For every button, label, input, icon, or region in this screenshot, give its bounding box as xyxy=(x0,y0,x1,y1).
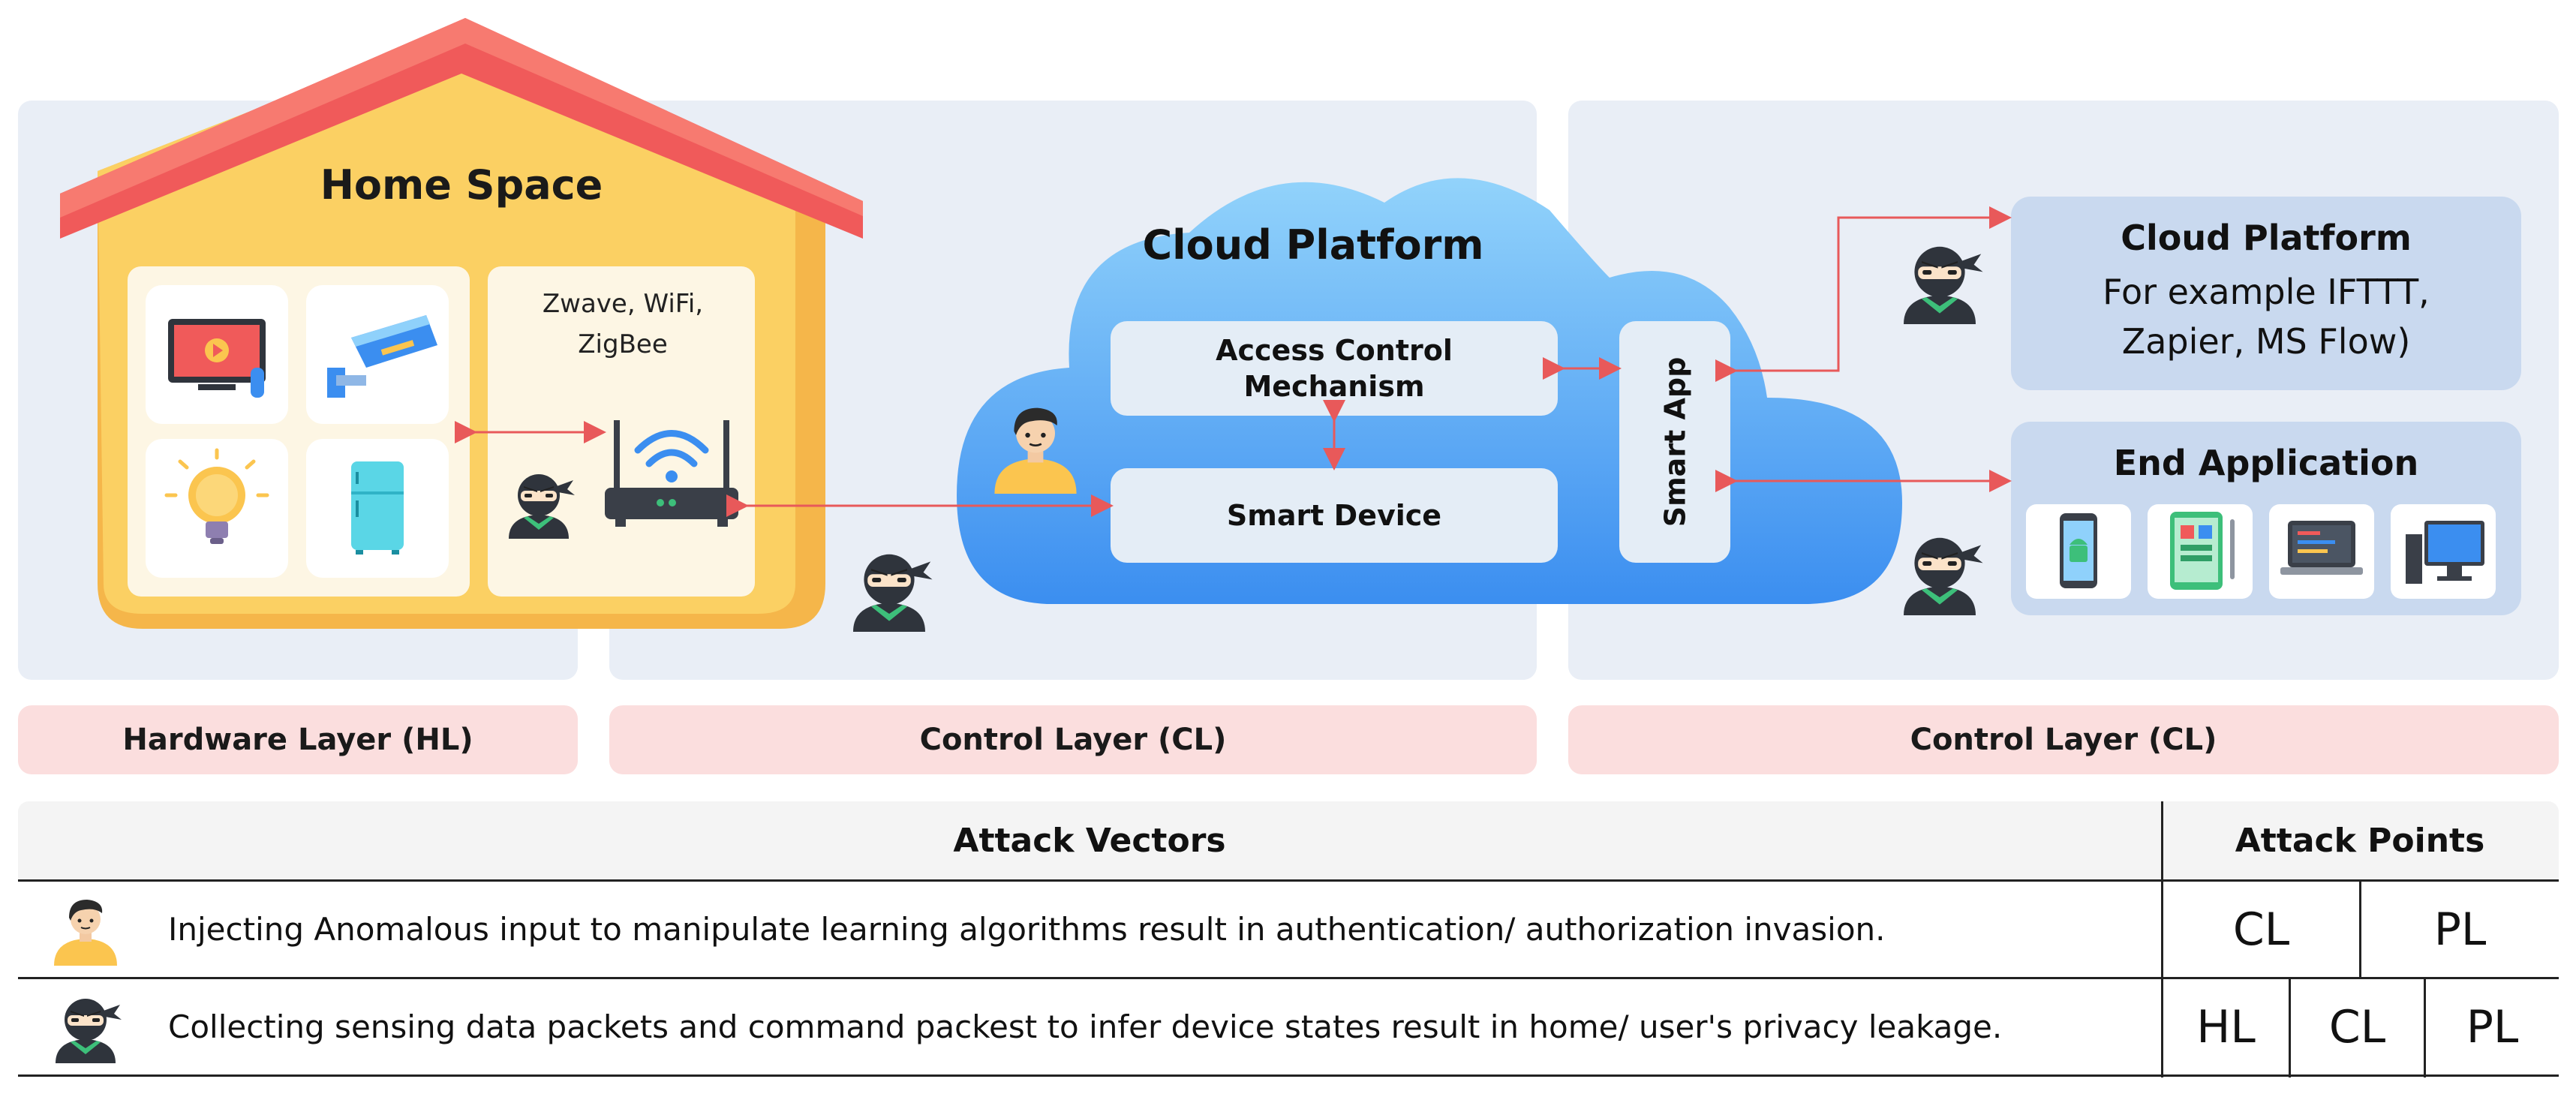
protocols-label: Zwave, WiFi, ZigBee xyxy=(542,289,704,359)
attack-point-cell: CL xyxy=(2328,1000,2386,1053)
cloud-platform-example-title: Cloud Platform xyxy=(2121,218,2412,258)
table-divider xyxy=(18,1074,2559,1077)
ninja-icon xyxy=(48,988,123,1063)
phone-tile xyxy=(2026,504,2131,599)
table-header-row xyxy=(18,801,2559,879)
attack-vector-text: Injecting Anomalous input to manipulate … xyxy=(168,911,1886,948)
arrow-smart-app-cloud-platform xyxy=(1715,206,2012,382)
table-column-divider xyxy=(2424,977,2426,1077)
desktop-tile xyxy=(2391,504,2496,599)
tablet-icon xyxy=(2170,512,2235,590)
connection-arrows xyxy=(455,206,2012,517)
end-application-title: End Application xyxy=(2113,443,2419,483)
refrigerator-icon xyxy=(351,461,404,555)
home-space-title: Home Space xyxy=(320,161,603,209)
attack-point-cell: PL xyxy=(2433,903,2487,956)
laptop-icon xyxy=(2280,521,2363,575)
attack-point-cell: HL xyxy=(2196,1000,2256,1053)
table-row: Injecting Anomalous input to manipulate … xyxy=(18,882,2161,977)
cloud-platform-example-box: Cloud Platform For example IFTTT, Zapier… xyxy=(2011,197,2521,390)
layer-bar-control-right: Control Layer (CL) xyxy=(1568,705,2559,774)
table-column-divider xyxy=(2289,977,2291,1077)
end-application-box: End Application xyxy=(2011,422,2521,615)
cloud-platform-title: Cloud Platform xyxy=(1142,221,1484,269)
layer-bar-control-middle: Control Layer (CL) xyxy=(609,705,1537,774)
person-icon xyxy=(48,891,123,966)
bulb-tile xyxy=(146,439,288,578)
light-bulb-icon xyxy=(164,448,269,544)
tv-tile xyxy=(146,285,288,424)
table-header-points: Attack Points xyxy=(2235,821,2485,860)
table-column-divider xyxy=(2359,879,2361,978)
table-row: Collecting sensing data packets and comm… xyxy=(18,979,2161,1074)
camera-tile xyxy=(306,285,449,424)
smart-device-box: Smart Device xyxy=(1111,468,1558,563)
tv-icon xyxy=(168,319,266,398)
smart-app-box: Smart App xyxy=(1619,321,1730,563)
router-icon xyxy=(605,420,738,527)
cloud-platform-example-text: For example IFTTT, Zapier, MS Flow) xyxy=(2103,272,2430,362)
attack-point-cell: PL xyxy=(2466,1000,2519,1053)
android-phone-icon xyxy=(2060,513,2097,588)
attack-point-cell: CL xyxy=(2232,903,2290,956)
tablet-tile xyxy=(2148,504,2253,599)
attack-table: Attack Vectors Attack Points Injecting A… xyxy=(18,801,2559,1077)
layer-bar-hardware: Hardware Layer (HL) xyxy=(18,705,578,774)
table-divider xyxy=(18,977,2559,979)
table-divider xyxy=(18,879,2559,882)
security-camera-icon xyxy=(327,315,437,398)
table-column-divider xyxy=(2161,801,2163,1077)
laptop-tile xyxy=(2269,504,2374,599)
attack-vector-text: Collecting sensing data packets and comm… xyxy=(168,1008,2003,1045)
desktop-computer-icon xyxy=(2406,521,2484,584)
table-header-vectors: Attack Vectors xyxy=(953,821,1226,860)
fridge-tile xyxy=(306,439,449,578)
